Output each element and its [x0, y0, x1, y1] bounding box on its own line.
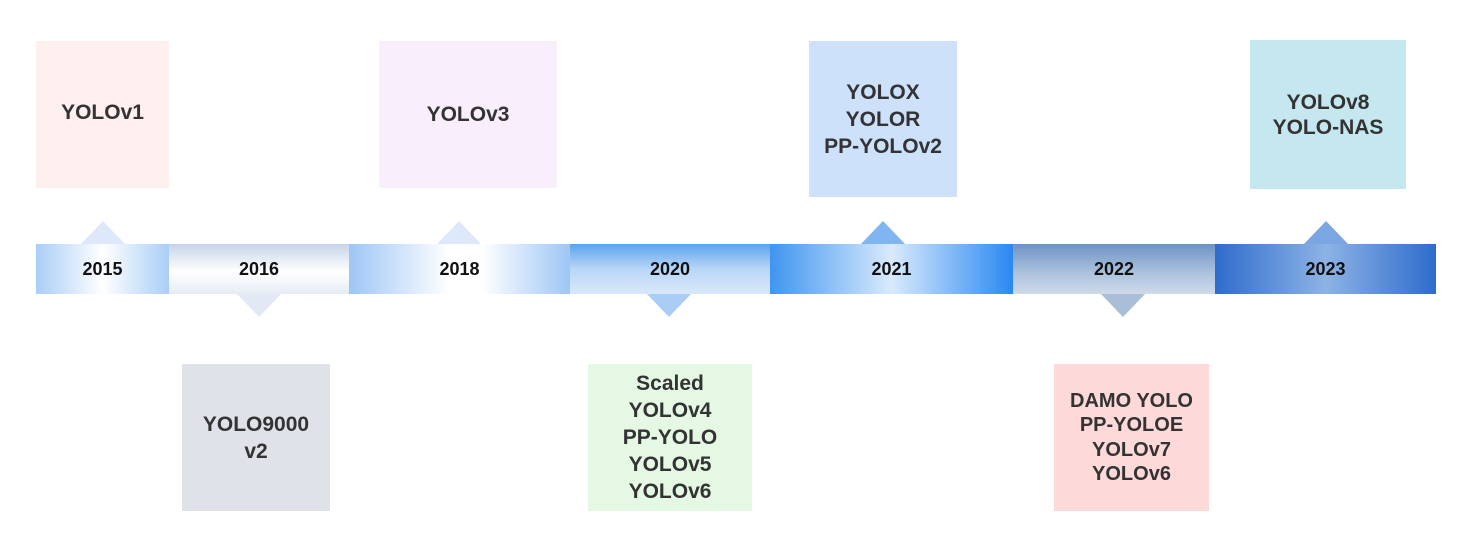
year-label-2020: 2020 [649, 258, 691, 279]
pointer-2020 [646, 293, 692, 317]
box-2020-line: YOLOv5 [628, 453, 712, 476]
timeline-segment-2016: 2016 [169, 244, 349, 294]
box-2018: YOLOv3 [379, 41, 557, 188]
year-label-2018: 2018 [439, 258, 480, 279]
year-label-2016: 2016 [238, 258, 280, 279]
pointer-2022 [1100, 293, 1146, 317]
box-2021-line: YOLOR [845, 107, 921, 131]
year-label-2021: 2021 [871, 258, 912, 279]
box-2015-line: YOLOv1 [61, 101, 144, 124]
pointer-2023 [1303, 221, 1349, 245]
timeline-segment-2021: 2021 [770, 244, 1013, 294]
box-2020: Scaled YOLOv4 PP-YOLO YOLOv5 YOLOv6 [588, 364, 752, 511]
box-2020-line: Scaled [636, 372, 704, 395]
box-2023-line: YOLOv8 [1286, 90, 1370, 114]
box-2020-line: YOLOv4 [628, 399, 712, 422]
year-label-2015: 2015 [82, 258, 123, 279]
box-2022-line: YOLOv6 [1092, 463, 1171, 485]
box-2022-line: YOLOv7 [1092, 438, 1171, 461]
box-2023-line: YOLO-NAS [1272, 115, 1384, 139]
pointer-2021 [860, 221, 906, 245]
box-2020-line: YOLOv6 [628, 480, 712, 503]
timeline-segment-2020: 2020 [570, 244, 770, 294]
box-2016-line: YOLO9000 [202, 412, 310, 436]
box-2023: YOLOv8 YOLO-NAS [1250, 40, 1406, 189]
year-label-2022: 2022 [1093, 258, 1135, 279]
box-2021-line: PP-YOLOv2 [824, 134, 942, 158]
box-2016: YOLO9000 v2 [182, 364, 330, 511]
box-2022: DAMO YOLO PP-YOLOE YOLOv7 YOLOv6 [1054, 364, 1209, 511]
pointer-2015 [80, 221, 126, 245]
box-2021: YOLOX YOLOR PP-YOLOv2 [809, 41, 957, 197]
pointer-2016 [236, 293, 282, 317]
timeline-segment-2022: 2022 [1013, 244, 1215, 294]
box-2020-line: PP-YOLO [622, 426, 718, 449]
box-2018-line: YOLOv3 [426, 103, 510, 126]
timeline-segment-2023: 2023 [1215, 244, 1436, 294]
box-2022-line: DAMO YOLO [1070, 389, 1193, 412]
pointer-2018 [436, 221, 482, 245]
box-2016-line: v2 [244, 439, 268, 463]
box-2021-line: YOLOX [846, 80, 920, 104]
box-2015: YOLOv1 [36, 41, 169, 188]
year-label-2023: 2023 [1305, 258, 1346, 279]
timeline-segment-2015: 2015 [36, 244, 169, 294]
timeline-segment-2018: 2018 [349, 244, 570, 294]
box-2022-line: PP-YOLOE [1079, 414, 1184, 436]
